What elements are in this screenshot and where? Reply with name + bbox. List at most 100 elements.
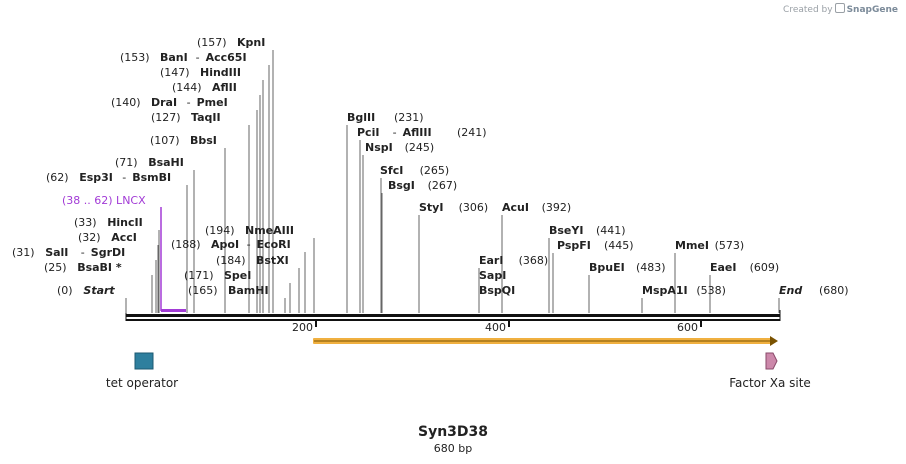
site-name: TaqII — [191, 111, 221, 124]
site-name-2: Acc65I — [206, 51, 247, 64]
site-position: (62) — [46, 171, 69, 184]
site-name: KpnI — [237, 36, 265, 49]
site-name-2: SgrDI — [91, 246, 125, 259]
ruler-tick-label: 600 — [677, 321, 698, 334]
site-position: (483) — [636, 261, 666, 274]
site-name: AccI — [111, 231, 137, 244]
site-position: (107) — [150, 134, 180, 147]
site-position: (265) — [420, 164, 450, 177]
site-position: (144) — [172, 81, 202, 94]
orf-arrowhead — [770, 336, 778, 346]
site-separator: - — [196, 51, 200, 64]
backbone-bottom-strand — [126, 319, 780, 321]
site-position: (445) — [604, 239, 634, 252]
site-position: (171) — [184, 269, 214, 282]
site-name-2: EcoRI — [257, 238, 291, 251]
site-name: HincII — [107, 216, 143, 229]
site-name: BsaHI — [148, 156, 184, 169]
site-name: BspQI — [479, 284, 515, 297]
backbone-top-strand — [126, 314, 780, 317]
site-name: EaeI — [710, 261, 737, 274]
site-position: (245) — [405, 141, 435, 154]
site-name: NmeAIII — [245, 224, 294, 237]
site-separator: - — [187, 96, 191, 109]
credit-brand: SnapGene — [846, 5, 898, 15]
primer-label: (38 .. 62) LNCX — [62, 194, 146, 207]
site-name: SalI — [45, 246, 68, 259]
site-name: BanI — [160, 51, 188, 64]
site-position: (680) — [819, 284, 849, 297]
site-name: BpuEI — [589, 261, 625, 274]
site-name: Start — [83, 284, 115, 297]
site-position: (573) — [715, 239, 745, 252]
site-separator: - — [247, 238, 251, 251]
credit-prefix: Created by — [783, 5, 833, 15]
site-position: (231) — [394, 111, 424, 124]
site-position: (25) — [44, 261, 67, 274]
site-name: BsaBI * — [77, 261, 122, 274]
site-name: EarI — [479, 254, 503, 267]
site-position: (194) — [205, 224, 235, 237]
site-name: BstXI — [256, 254, 289, 267]
site-position: (33) — [74, 216, 97, 229]
site-position: (609) — [750, 261, 780, 274]
feature-label: tet operator — [106, 376, 178, 390]
feature-tet-operator — [134, 352, 154, 370]
site-position: (368) — [519, 254, 549, 267]
site-position: (140) — [111, 96, 141, 109]
site-position: (184) — [216, 254, 246, 267]
ruler-tick-label: 200 — [292, 321, 313, 334]
site-position: (157) — [197, 36, 227, 49]
site-name: SfcI — [380, 164, 403, 177]
site-name-2: BsmBI — [132, 171, 171, 184]
site-position: (241) — [457, 126, 487, 139]
site-position: (127) — [151, 111, 181, 124]
site-position: (306) — [459, 201, 489, 214]
site-name: HindIII — [200, 66, 241, 79]
site-position: (32) — [78, 231, 101, 244]
site-name: ApoI — [211, 238, 239, 251]
site-name: SpeI — [224, 269, 251, 282]
site-name: Esp3I — [79, 171, 113, 184]
site-position: (71) — [115, 156, 138, 169]
site-name: SapI — [479, 269, 506, 282]
site-name: StyI — [419, 201, 443, 214]
site-name: NspI — [365, 141, 393, 154]
site-position: (0) — [57, 284, 73, 297]
feature-label: Factor Xa site — [729, 376, 811, 390]
snapgene-credit: Created by SnapGene — [783, 3, 898, 15]
site-position: (153) — [120, 51, 150, 64]
site-name-2: AflIII — [403, 126, 432, 139]
site-position: (538) — [696, 284, 726, 297]
site-position: (267) — [428, 179, 458, 192]
site-name: BsgI — [388, 179, 415, 192]
site-name: BglII — [347, 111, 375, 124]
site-name: DraI — [151, 96, 177, 109]
plasmid-length: 680 bp — [433, 442, 473, 455]
feature-factor-xa-site — [765, 352, 778, 370]
site-position: (165) — [188, 284, 218, 297]
site-position: (188) — [171, 238, 201, 251]
site-name: MmeI — [675, 239, 709, 252]
ruler-tick-label: 400 — [485, 321, 506, 334]
site-name-2: PmeI — [197, 96, 228, 109]
snapgene-logo-icon — [834, 3, 845, 13]
site-position: (147) — [160, 66, 190, 79]
site-name: PciI — [357, 126, 379, 139]
site-name: BamHI — [228, 284, 269, 297]
site-name: BbsI — [190, 134, 217, 147]
site-separator: - — [122, 171, 126, 184]
site-separator: - — [81, 246, 85, 259]
plasmid-name: Syn3D38 — [417, 424, 489, 440]
site-name: AflII — [212, 81, 237, 94]
primer-bar — [161, 309, 186, 312]
site-name: PspFI — [557, 239, 591, 252]
site-position: (392) — [542, 201, 572, 214]
site-position: (441) — [596, 224, 626, 237]
site-position: (31) — [12, 246, 35, 259]
site-name: AcuI — [502, 201, 529, 214]
site-name: BseYI — [549, 224, 583, 237]
site-separator: - — [393, 126, 397, 139]
site-name: MspA1I — [642, 284, 688, 297]
